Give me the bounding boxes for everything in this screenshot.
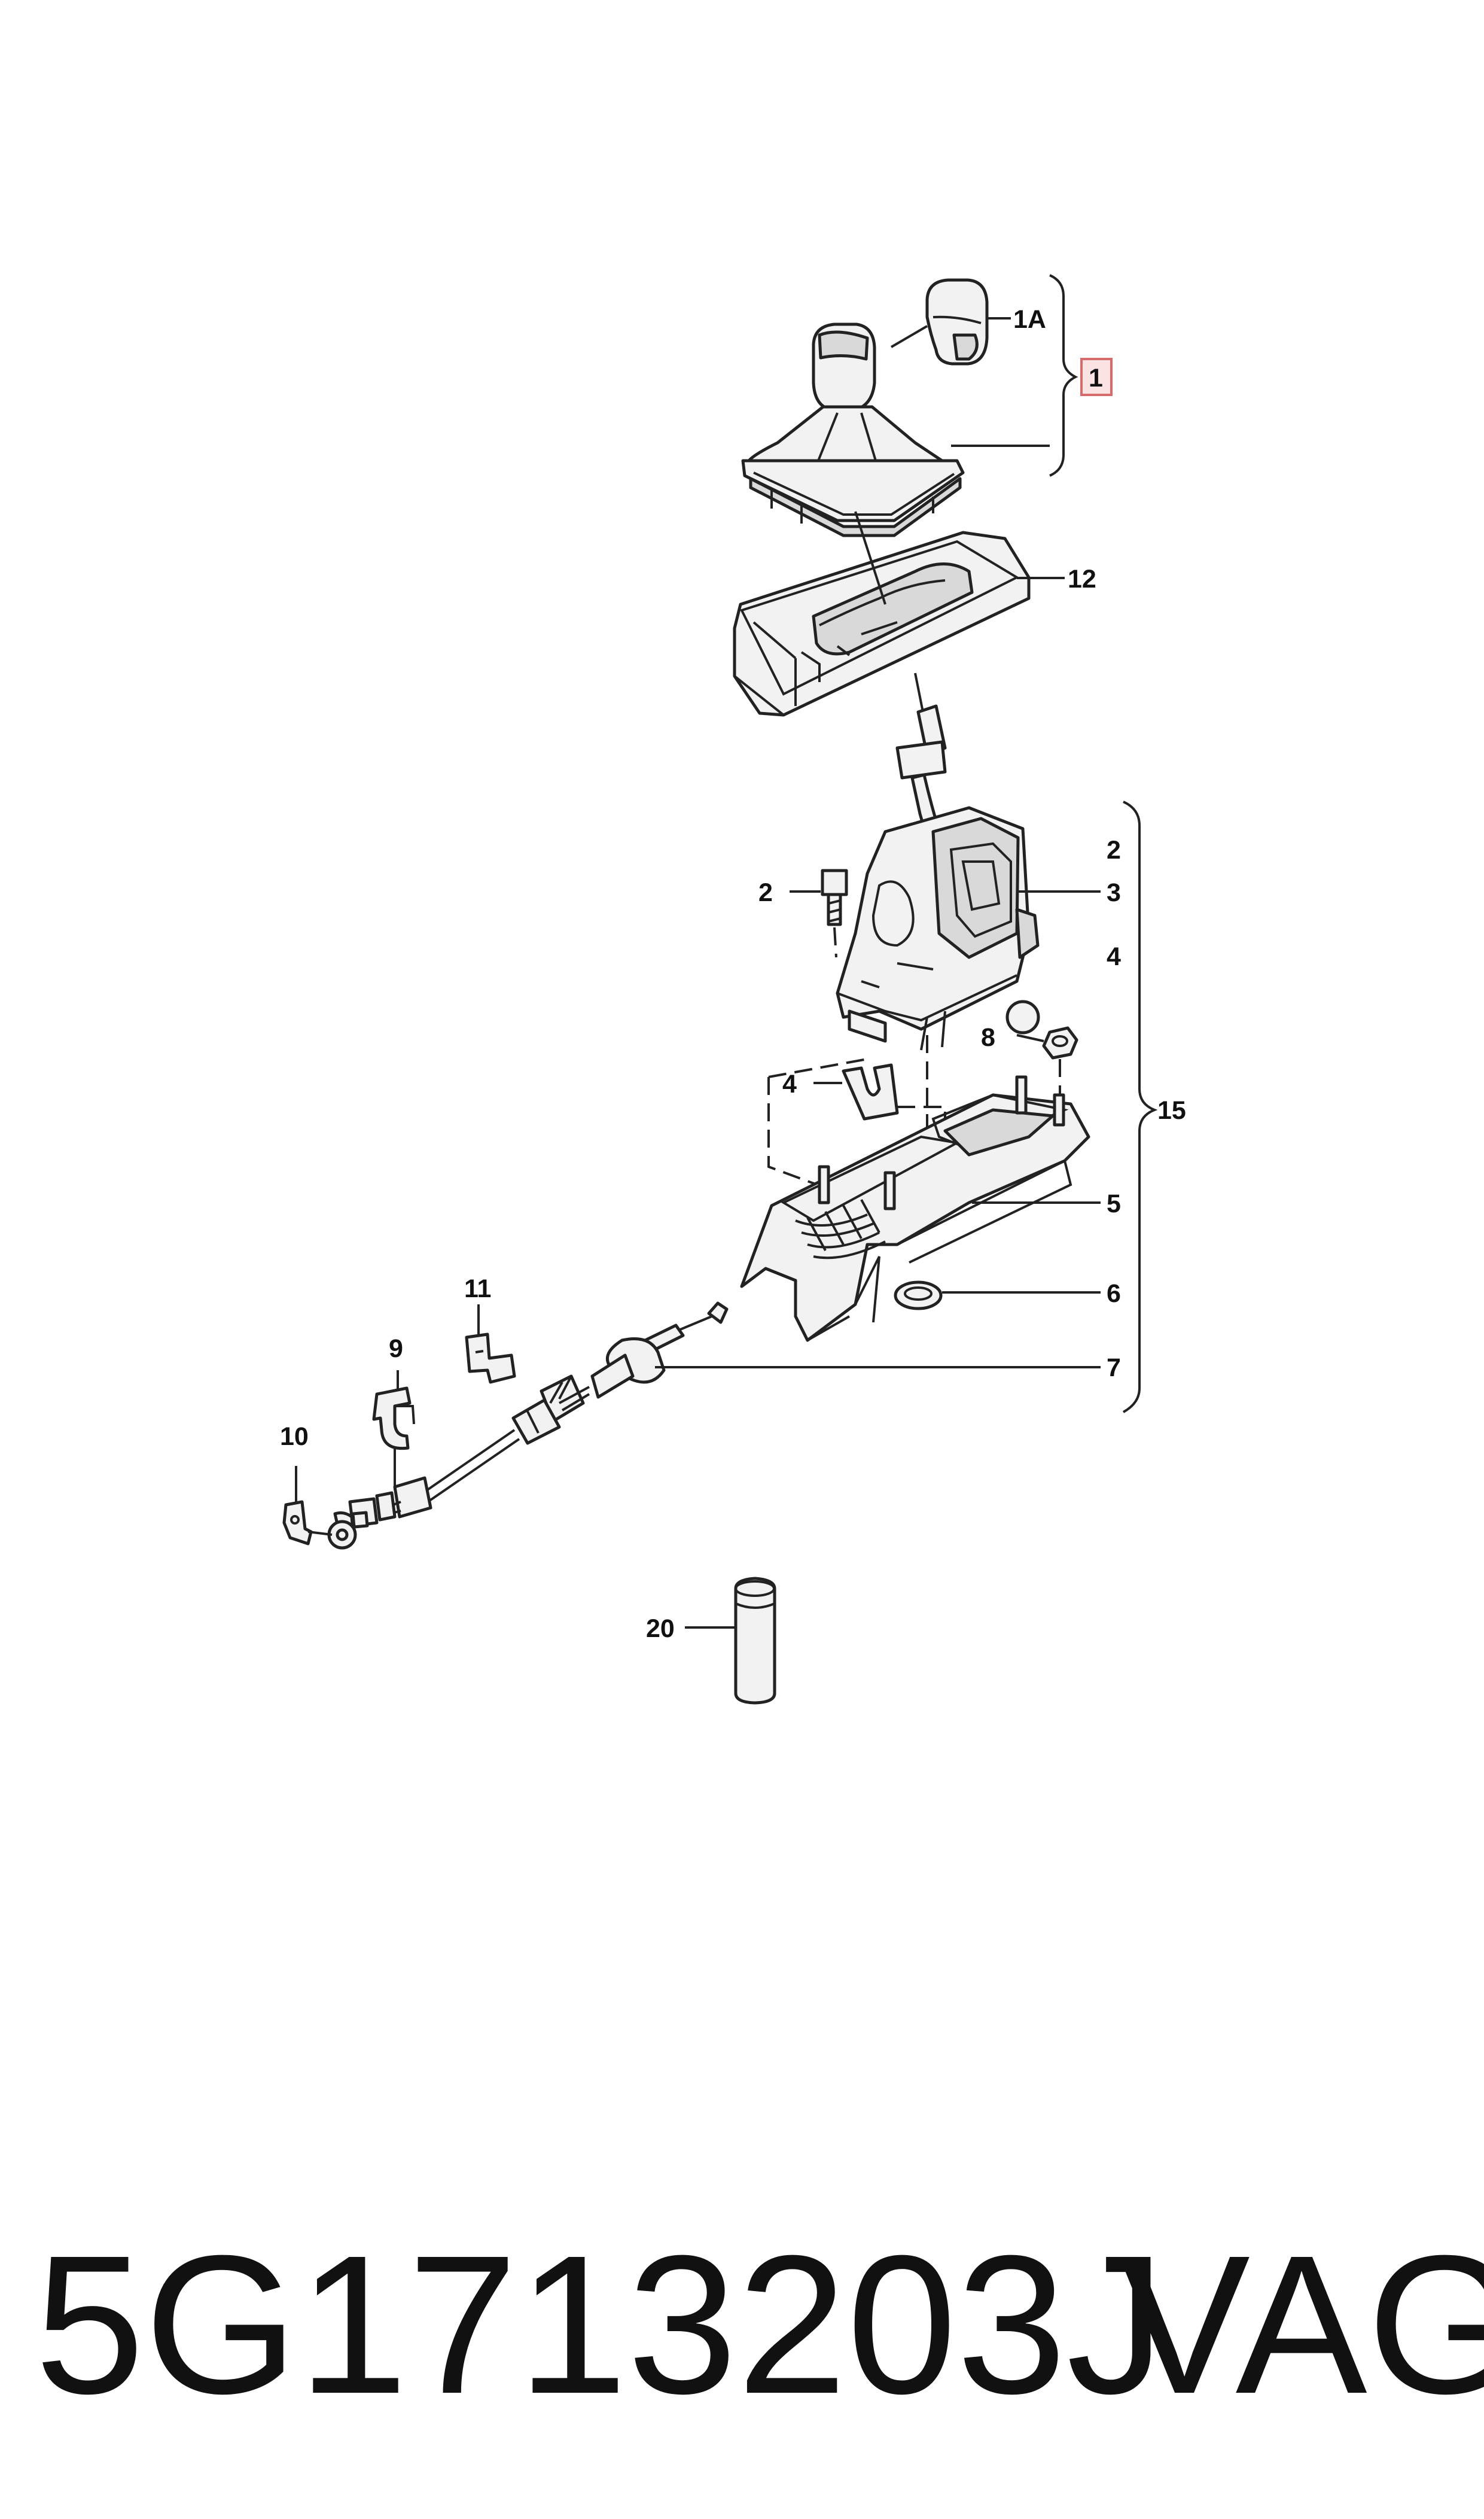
brand-label: VAG <box>1119 2214 1484 2435</box>
callout-11: 11 <box>464 1274 491 1303</box>
callout-2-right: 2 <box>1107 836 1121 865</box>
callout-12: 12 <box>1068 565 1096 594</box>
callout-1: 1 <box>1089 364 1103 393</box>
leader-8 <box>1016 1034 1044 1042</box>
part-9-retaining-clip <box>372 1386 415 1450</box>
part-4-retaining-clip <box>842 1063 899 1121</box>
leader-1a-knob <box>890 325 928 348</box>
part-20-grease-tube <box>734 1577 776 1705</box>
callout-20: 20 <box>646 1614 675 1643</box>
part-5-mounting-base <box>740 1075 1090 1342</box>
part-3-gear-selector-mechanism <box>836 806 1040 1051</box>
callout-4-right: 4 <box>1107 942 1121 971</box>
callout-5: 5 <box>1107 1189 1121 1218</box>
bracket-1 <box>1049 274 1078 477</box>
leader-10-to-cable <box>307 1531 333 1536</box>
part-10-cable-end-clip <box>282 1500 313 1546</box>
part-6-grommet <box>894 1280 943 1310</box>
callout-8: 8 <box>981 1023 995 1052</box>
part-number-label: 5G1713203J <box>35 2214 1165 2435</box>
callout-9: 9 <box>389 1334 403 1363</box>
part-8-nut <box>1042 1026 1078 1060</box>
callout-6: 6 <box>1107 1279 1121 1308</box>
bracket-15 <box>1123 801 1158 1413</box>
bolt-axis-dash <box>833 927 837 958</box>
callout-10: 10 <box>280 1422 309 1451</box>
callout-1a: 1A <box>1013 305 1046 334</box>
callout-3: 3 <box>1107 878 1121 907</box>
leader-1-to-12 <box>854 511 886 605</box>
callout-1-highlight-box <box>1080 358 1113 396</box>
part-11-cable-clip <box>465 1332 516 1384</box>
part-1-gear-knob-boot <box>741 323 965 537</box>
part-7-shift-cable <box>327 1301 729 1550</box>
callout-2-left: 2 <box>758 878 773 907</box>
part-1a-knob-cap <box>925 278 989 366</box>
callout-7: 7 <box>1107 1353 1121 1382</box>
callout-15: 15 <box>1157 1096 1186 1125</box>
part-2-bolt <box>821 869 848 926</box>
part-12-center-console-trim <box>733 531 1031 717</box>
